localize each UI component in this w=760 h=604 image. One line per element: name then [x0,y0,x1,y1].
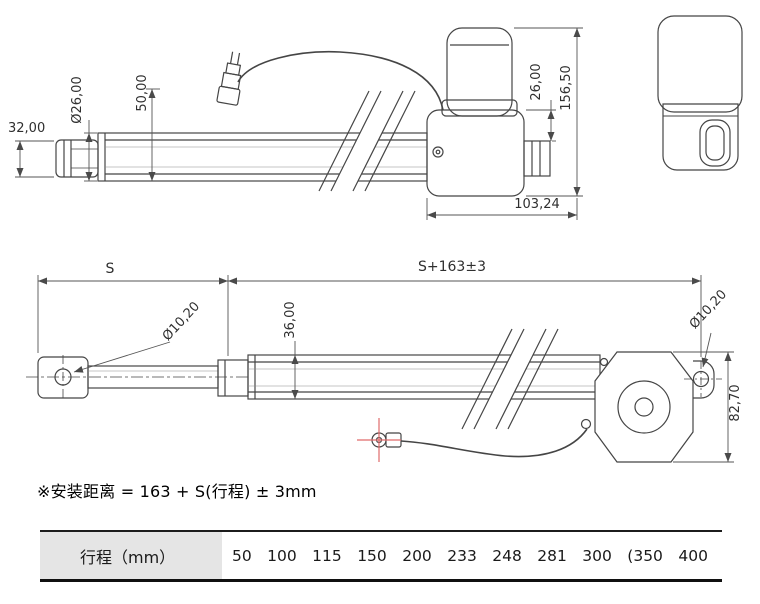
cable-connector [216,51,242,106]
gear-housing-octagon [594,351,694,463]
stroke-table-values: 50 100 115 150 200 233 248 281 300 (350 … [222,532,722,579]
stroke-value: 50 [232,546,252,565]
stroke-value: 150 [357,546,387,565]
end-view [657,15,743,171]
break-mark [461,328,513,430]
gearbox-housing [426,109,525,197]
break-mark [318,90,370,192]
dim-50-label: 50,00 [135,74,150,111]
dim-stroke-label: S [106,261,115,277]
power-cable [237,50,444,111]
stroke-table-row: 行程（mm） 50 100 115 150 200 233 248 281 30… [40,532,722,579]
dim-82-label: 82,70 [728,384,743,421]
dim-d26-label: Ø26,00 [70,76,85,123]
rod-end-cap [55,139,99,178]
plan-view-dimensions [37,275,734,463]
stroke-value: 248 [492,546,522,565]
dim-36-label: 36,00 [283,301,298,338]
stroke-value: 115 [312,546,342,565]
rear-clevis-hole [692,370,710,388]
stroke-value: 100 [267,546,297,565]
cable-clamp [699,119,731,167]
dim-156-label: 156,50 [559,65,574,111]
cable-gland [580,418,592,430]
output-stub [523,140,551,177]
motor-body [446,27,513,117]
front-clevis-hole [54,368,72,386]
plan-view [26,328,722,463]
side-view-dimensions [15,27,583,220]
dim-26-label: 26,00 [529,63,544,100]
dim-s163-label: S+163±3 [418,259,486,275]
installation-note: ※安装距离 = 163 + S(行程) ± 3mm [37,482,317,501]
dim-32-label: 32,00 [8,121,45,136]
stroke-table-header: 行程（mm） [40,532,222,579]
dim-103-label: 103,24 [514,197,560,212]
side-view [55,27,551,197]
stroke-value: 400 [678,546,708,565]
stroke-value: 200 [402,546,432,565]
dim-d10-left-label: Ø10,20 [160,299,203,344]
dim-d10-right-label: Ø10,20 [687,287,730,332]
stroke-table: 行程（mm） 50 100 115 150 200 233 248 281 30… [40,530,722,582]
stroke-value: 281 [537,546,567,565]
stroke-value: (350 [627,546,663,565]
connector-center-mark [357,418,401,462]
stroke-value: 233 [447,546,477,565]
power-cable-plan [400,428,588,458]
motor-end-outline [657,15,743,113]
stroke-value: 300 [582,546,612,565]
